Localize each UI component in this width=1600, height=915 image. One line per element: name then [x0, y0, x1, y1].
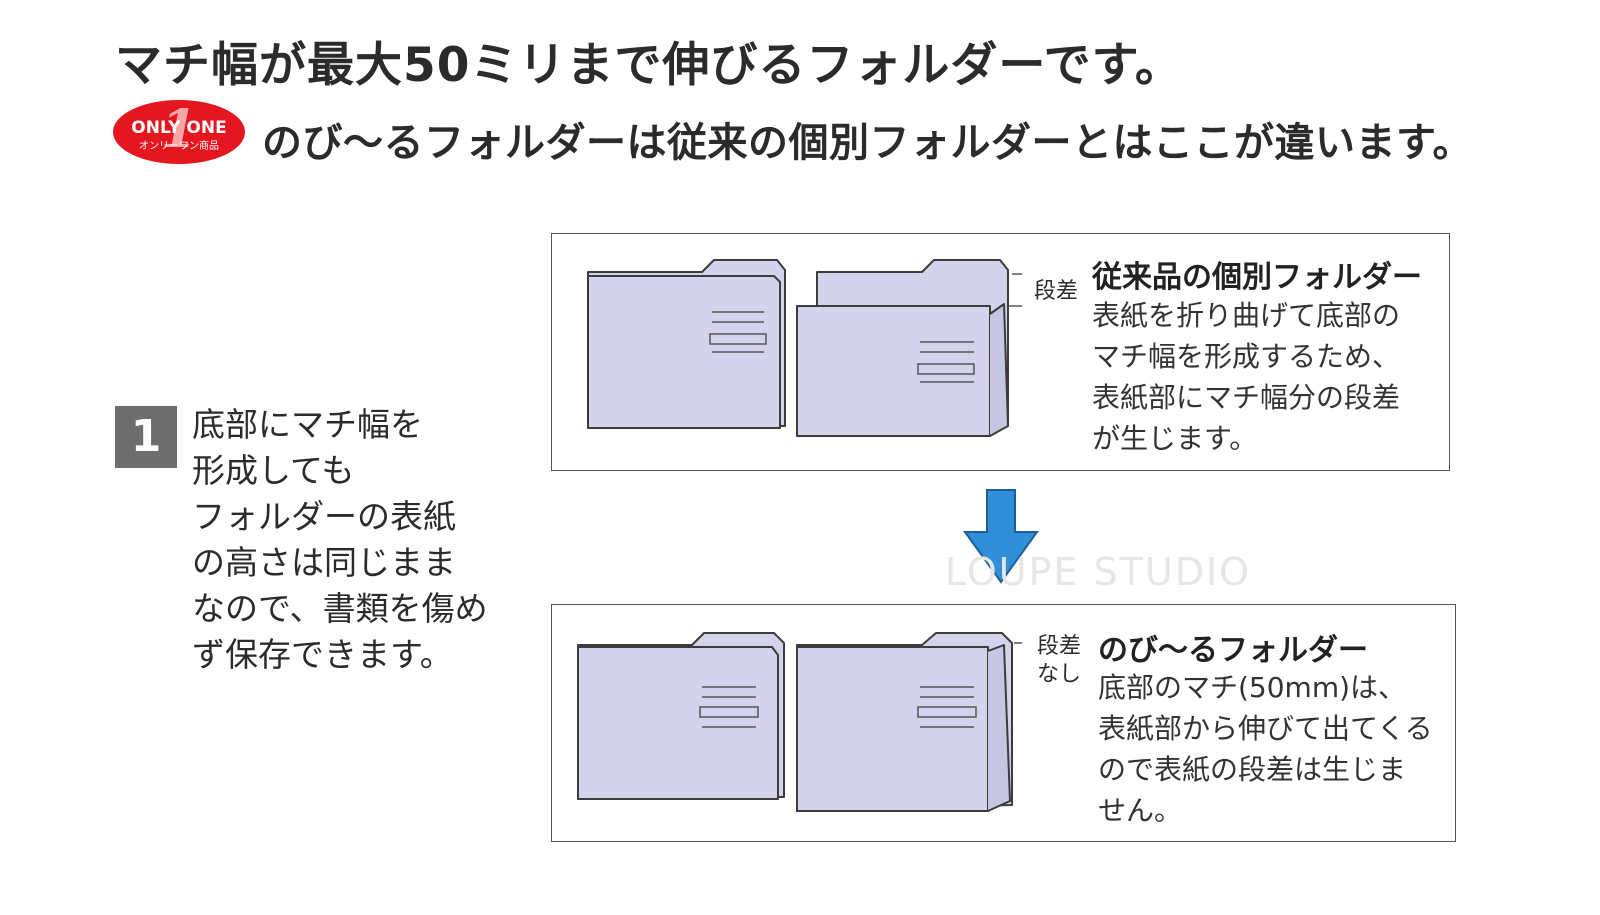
- page-subtitle: のび〜るフォルダーは従来の個別フォルダーとはここが違います。: [262, 120, 1473, 166]
- conventional-title: 従来品の個別フォルダー: [1092, 260, 1422, 295]
- nobiru-folder-box: 段差 なし のび〜るフォルダー 底部のマチ(50mm)は、 表紙部から伸びて出て…: [551, 604, 1456, 842]
- watermark: LOUPE STUDIO: [945, 550, 1252, 594]
- point-description: 底部にマチ幅を 形成しても フォルダーの表紙 の高さは同じまま なので、書類を傷…: [192, 405, 488, 674]
- conventional-folders-illustration: [587, 259, 1022, 437]
- only-one-badge: 1 ONLY ONE オンリーワン商品: [113, 99, 245, 164]
- down-arrow-icon: [963, 489, 1039, 584]
- no-step-label: 段差 なし: [1037, 634, 1082, 687]
- nobiru-title: のび〜るフォルダー: [1098, 633, 1368, 668]
- nobiru-folders-illustration: [577, 632, 1022, 812]
- badge-line2: オンリーワン商品: [139, 139, 219, 152]
- folder-icon: [587, 259, 1009, 437]
- folder-icon: [577, 632, 1013, 812]
- page-title: マチ幅が最大50ミリまで伸びるフォルダーです。: [115, 38, 1183, 93]
- badge-numeral: 1: [161, 99, 197, 160]
- badge-line1: ONLY ONE: [131, 118, 226, 138]
- nobiru-text: 底部のマチ(50mm)は、 表紙部から伸びて出てくる ので表紙の段差は生じま せ…: [1098, 671, 1433, 827]
- step-label: 段差: [1034, 279, 1079, 304]
- point-number: 1: [115, 406, 177, 468]
- conventional-folder-box: 段差 従来品の個別フォルダー 表紙を折り曲げて底部の マチ幅を形成するため、 表…: [551, 233, 1450, 471]
- conventional-text: 表紙を折り曲げて底部の マチ幅を形成するため、 表紙部にマチ幅分の段差 が生じま…: [1092, 299, 1401, 455]
